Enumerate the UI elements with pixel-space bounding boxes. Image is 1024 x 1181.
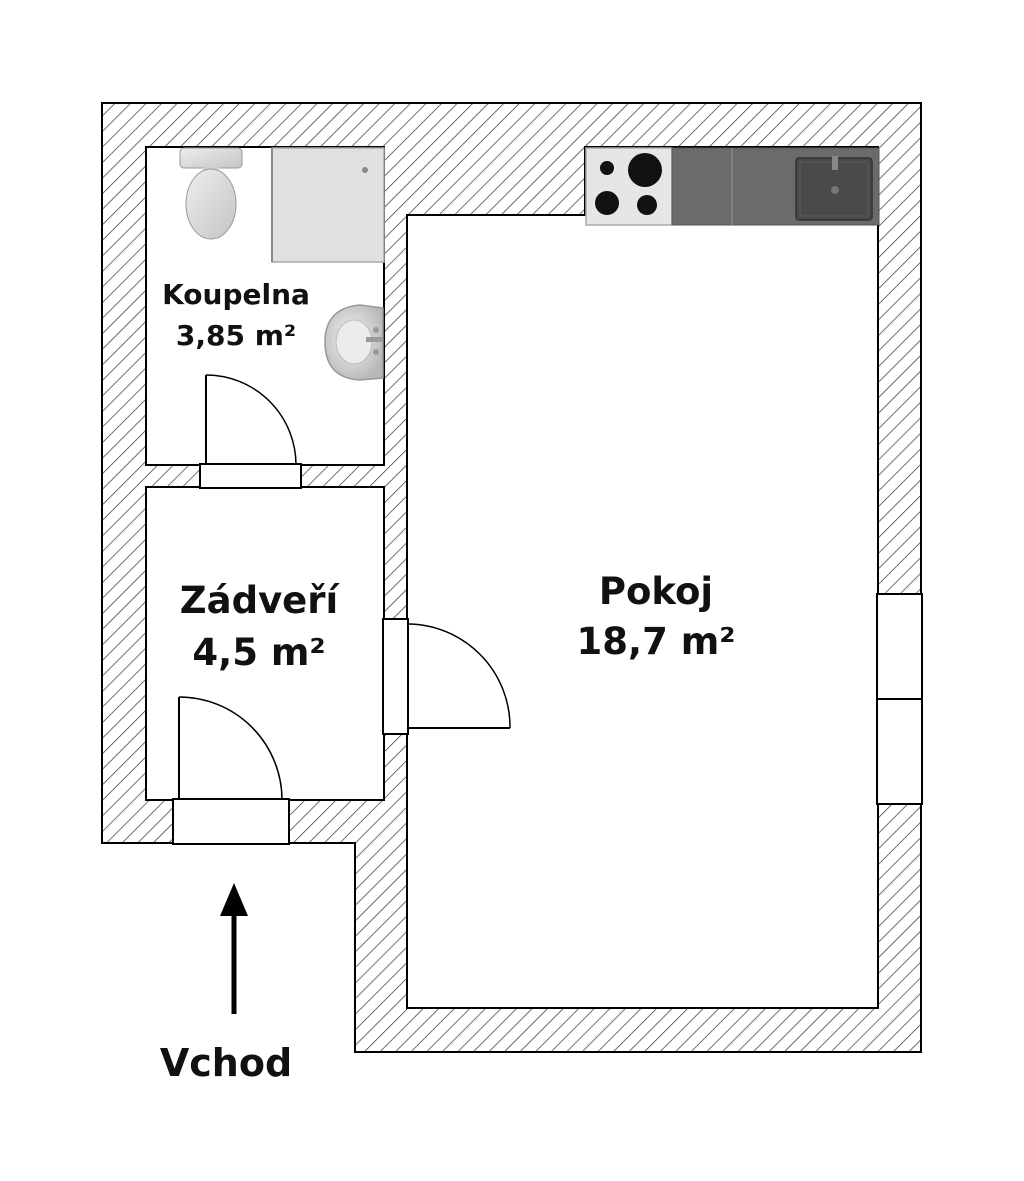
bathroom-door bbox=[199, 374, 302, 489]
kitchen-sink-icon bbox=[795, 156, 873, 221]
hallway-area: 4,5 m² bbox=[192, 631, 325, 674]
entrance-door bbox=[172, 696, 290, 845]
stove-icon bbox=[585, 147, 673, 226]
shower-icon bbox=[271, 147, 385, 263]
living-room-door bbox=[382, 618, 511, 735]
bathroom-area: 3,85 m² bbox=[176, 319, 296, 352]
bathroom-name: Koupelna bbox=[162, 278, 310, 311]
toilet-icon bbox=[179, 147, 243, 240]
entrance-arrow-icon bbox=[220, 883, 248, 1014]
entrance-label: Vchod bbox=[160, 1041, 292, 1085]
living-room-name: Pokoj bbox=[599, 570, 713, 613]
washbasin-icon bbox=[324, 304, 384, 381]
walls bbox=[101, 102, 922, 1053]
hallway-name: Zádveří bbox=[180, 579, 341, 622]
living-room-area: 18,7 m² bbox=[577, 620, 736, 663]
window bbox=[876, 593, 923, 805]
